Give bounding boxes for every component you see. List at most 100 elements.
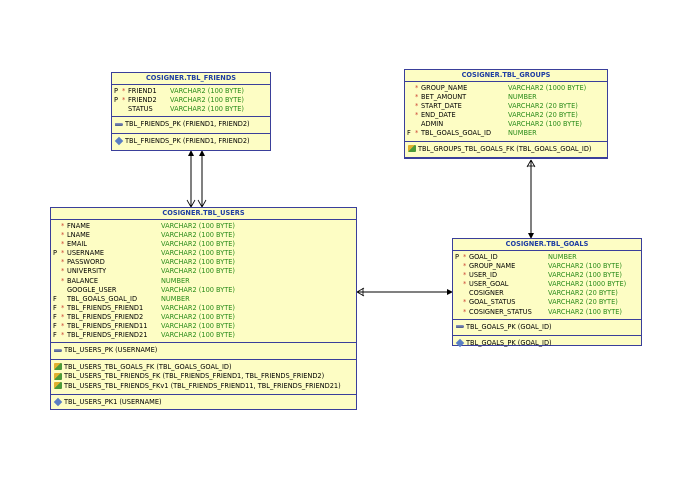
foreign-key-row[interactable]: TBL_USERS_TBL_FRIENDS_FK (TBL_FRIENDS_FR… <box>51 372 356 382</box>
primary-key-row[interactable]: TBL_USERS_PK (USERNAME) <box>51 346 356 356</box>
foreign-key-row[interactable]: TBL_USERS_TBL_FRIENDS_FKv1 (TBL_FRIENDS_… <box>51 382 356 392</box>
foreign-key-row[interactable]: TBL_GROUPS_TBL_GOALS_FK (TBL_GOALS_GOAL_… <box>405 145 607 155</box>
index-section: TBL_USERS_PK1 (USERNAME) <box>51 395 356 411</box>
table-title: COSIGNER.TBL_GOALS <box>453 239 641 251</box>
column-type: NUMBER <box>508 93 537 102</box>
foreign-key-row[interactable]: TBL_USERS_TBL_GOALS_FK (TBL_GOALS_GOAL_I… <box>51 363 356 373</box>
column-type: NUMBER <box>548 253 577 261</box>
relation-users-goals <box>356 287 453 297</box>
column-name: GROUP_NAME <box>469 262 516 271</box>
column-name: COSIGNER <box>469 289 504 298</box>
index-icon <box>114 136 124 146</box>
mandatory-mark: * <box>61 303 65 312</box>
column-name: BALANCE <box>67 276 99 285</box>
column-name: USER_ID <box>469 271 498 280</box>
column-name: ADMIN <box>421 120 444 129</box>
column-row[interactable]: *LNAME VARCHAR2 (100 BYTE) <box>51 231 356 240</box>
key-flag: F <box>53 322 57 331</box>
mandatory-mark: * <box>463 307 467 316</box>
mandatory-mark: * <box>415 102 419 111</box>
column-name: FRIEND1 <box>128 87 157 95</box>
mandatory-mark: * <box>61 322 65 331</box>
column-name: TBL_FRIENDS_FRIEND2 <box>67 312 144 321</box>
key-flag: F <box>407 129 411 138</box>
column-type: NUMBER <box>161 294 190 303</box>
index-row[interactable]: TBL_GOALS_PK (GOAL_ID) <box>453 338 641 349</box>
column-type: NUMBER <box>161 276 190 285</box>
primary-key-section: TBL_GOALS_PK (GOAL_ID) <box>453 320 641 337</box>
constraint-label: TBL_GOALS_PK (GOAL_ID) <box>466 322 552 331</box>
primary-key-row[interactable]: TBL_FRIENDS_PK (FRIEND1, FRIEND2) <box>112 120 270 130</box>
column-name: FRIEND2 <box>128 96 157 105</box>
key-flag: P <box>53 249 57 258</box>
mandatory-mark: * <box>61 231 65 240</box>
index-row[interactable]: TBL_FRIENDS_PK (FRIEND1, FRIEND2) <box>112 136 270 147</box>
column-type: VARCHAR2 (100 BYTE) <box>161 331 236 340</box>
column-name: TBL_FRIENDS_FRIEND21 <box>67 331 148 340</box>
column-type: VARCHAR2 (100 BYTE) <box>548 271 623 280</box>
index-row[interactable]: TBL_USERS_PK1 (USERNAME) <box>51 397 356 408</box>
column-type: VARCHAR2 (100 BYTE) <box>161 285 236 294</box>
column-name: GOAL_STATUS <box>469 298 516 307</box>
table-title: COSIGNER.TBL_USERS <box>51 208 356 220</box>
foreign-key-icon <box>54 372 62 380</box>
column-type: VARCHAR2 (100 BYTE) <box>161 312 236 321</box>
column-type: VARCHAR2 (100 BYTE) <box>170 105 245 114</box>
primary-key-row[interactable]: TBL_GOALS_PK (GOAL_ID) <box>453 323 641 333</box>
index-section: TBL_FRIENDS_PK (FRIEND1, FRIEND2) <box>112 134 270 150</box>
column-type: VARCHAR2 (100 BYTE) <box>161 240 236 249</box>
constraint-label: TBL_USERS_TBL_GOALS_FK (TBL_GOALS_GOAL_I… <box>64 362 232 371</box>
primary-key-icon <box>115 122 123 126</box>
column-type: VARCHAR2 (20 BYTE) <box>548 298 618 307</box>
mandatory-mark: * <box>61 267 65 276</box>
constraint-label: TBL_USERS_TBL_FRIENDS_FKv1 (TBL_FRIENDS_… <box>64 381 341 390</box>
column-row[interactable]: F TBL_GOALS_GOAL_ID NUMBER <box>51 295 356 304</box>
key-flag: F <box>53 294 57 303</box>
mandatory-mark: * <box>122 96 126 105</box>
table-title: COSIGNER.TBL_GROUPS <box>405 70 607 82</box>
column-type: VARCHAR2 (100 BYTE) <box>161 231 236 240</box>
column-name: BET_AMOUNT <box>421 93 467 102</box>
column-name: GROUP_NAME <box>421 84 468 92</box>
table-tbl-goals[interactable]: COSIGNER.TBL_GOALS P * GOAL_ID NUMBER*GROUP_… <box>452 238 642 349</box>
column-name: TBL_GOALS_GOAL_ID <box>67 294 138 303</box>
constraint-label: TBL_FRIENDS_PK (FRIEND1, FRIEND2) <box>125 136 250 145</box>
mandatory-mark: * <box>61 240 65 249</box>
mandatory-mark: * <box>415 111 419 120</box>
constraint-label: TBL_GROUPS_TBL_GOALS_FK (TBL_GOALS_GOAL_… <box>418 144 592 153</box>
column-name: GOAL_ID <box>469 253 498 261</box>
column-name: LNAME <box>67 231 90 240</box>
index-section <box>405 158 607 170</box>
key-flag: P <box>455 253 459 261</box>
